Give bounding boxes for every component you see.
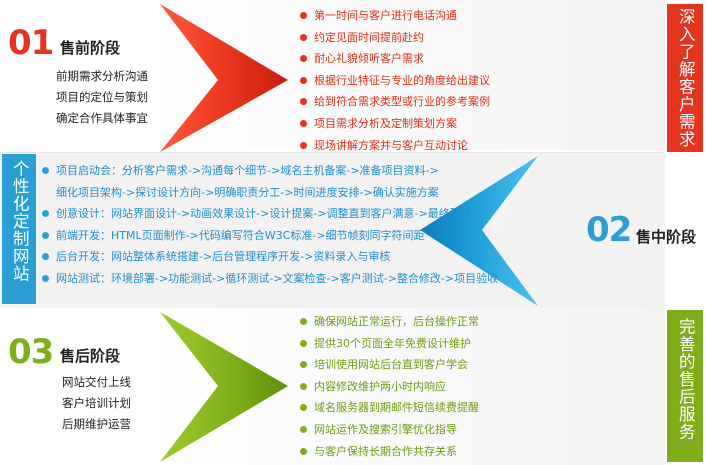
bullet-dot-icon — [42, 167, 49, 174]
phase2-bullet-list: 项目启动会：分析客户需求->沟通每个细节->域名主机备案->准备项目资料-> 细… — [40, 160, 498, 290]
phase1-subitem: 确定合作具体事宜 — [56, 111, 148, 125]
phase3-subitem: 后期维护运营 — [62, 417, 131, 431]
phase1-subitem: 前期需求分析沟通 — [56, 69, 148, 83]
phase1-bullet: 根据行业特征与专业的角度给出建议 — [298, 70, 490, 92]
phase3-bullet: 确保网站正常运行，后台操作正常 — [298, 311, 479, 333]
phase2-bullet: 创意设计：网站界面设计->动画效果设计->设计提案->调整直到客户满意->最终确… — [40, 203, 498, 225]
phase1-subitems: 前期需求分析沟通 项目的定位与策划 确定合作具体事宜 — [56, 66, 148, 129]
phase2-bullet-continuation: 细化项目架构->探讨设计方向->明确职责分工->时间进度安排->确认实施方案 — [56, 185, 439, 199]
phase1-chevron — [160, 4, 288, 152]
phase2-number: 02 — [586, 210, 632, 250]
phase3-side-tab-text: 完善的售后服务 — [676, 318, 696, 441]
phase3-title: 售后阶段 — [60, 347, 121, 365]
bullet-dot-icon — [42, 253, 49, 261]
phase1-side-tab: 深入了解客户需求 — [667, 8, 703, 148]
bullet-dot-icon — [42, 274, 49, 282]
phase1-bullet: 第一时间与客户进行电话沟通 — [298, 5, 490, 27]
bullet-dot-icon — [300, 425, 307, 433]
bullet-dot-icon — [300, 447, 307, 455]
bullet-dot-icon — [300, 339, 307, 347]
bullet-dot-icon — [300, 141, 307, 149]
phase3-bullet: 域名服务器到期邮件短信续费提醒 — [298, 397, 479, 419]
phase3-subitem: 网站交付上线 — [62, 375, 131, 389]
phase2-band — [0, 152, 665, 309]
phase2-bullet: 后台开发：网站整体系统搭建->后台管理程序开发->资料录入与审核 — [40, 246, 498, 268]
bullet-dot-icon — [300, 404, 307, 412]
phase3-bullet: 与客户保持长期合作共存关系 — [298, 441, 479, 463]
phase1-bullet: 耐心礼貌倾听客户需求 — [298, 48, 490, 70]
phase3-bullet: 提供30个页面全年免费设计维护 — [298, 333, 479, 355]
phase3-side-tab-bg — [667, 310, 703, 462]
phase3-band — [0, 308, 665, 465]
phase1-side-tab-bg — [667, 4, 703, 152]
phase1-subitem: 项目的定位与策划 — [56, 90, 148, 104]
phase3-subitem: 客户培训计划 — [62, 396, 131, 410]
phase2-side-tab-bg — [2, 154, 36, 304]
phase1-number: 01 — [8, 23, 54, 63]
phase3-bullet-list: 确保网站正常运行，后台操作正常 提供30个页面全年免费设计维护 培训使用网站后台… — [298, 311, 479, 462]
phase3-bullet: 网站运作及搜索引擎优化指导 — [298, 419, 479, 441]
phase1-bullet: 约定见面时间提前赴约 — [298, 27, 490, 49]
phase1-band — [0, 0, 665, 150]
bullet-dot-icon — [300, 98, 307, 106]
bullet-dot-icon — [300, 76, 307, 84]
bullet-dot-icon — [300, 361, 307, 369]
phase3-subitems: 网站交付上线 客户培训计划 后期维护运营 — [62, 372, 131, 435]
phase3-bullet: 培训使用网站后台直到客户学会 — [298, 354, 479, 376]
bullet-dot-icon — [42, 231, 49, 239]
bullet-dot-icon — [300, 318, 307, 325]
phase3-number: 03 — [8, 332, 54, 372]
bullet-dot-icon — [42, 210, 49, 218]
phase1-bullet: 项目需求分析及定制策划方案 — [298, 113, 490, 135]
bullet-dot-icon — [300, 55, 307, 63]
phase1-title: 售前阶段 — [60, 39, 121, 57]
bullet-dot-icon — [300, 382, 307, 390]
phase2-bullet: 前端开发：HTML页面制作->代码编写符合W3C标准->细节帧刻同字符间距 — [40, 225, 498, 247]
bullet-dot-icon — [300, 119, 307, 127]
phase2-bullet: 项目启动会：分析客户需求->沟通每个细节->域名主机备案->准备项目资料-> — [40, 160, 498, 182]
phase2-side-tab: 个性化定制网站 — [2, 160, 36, 283]
phase1-bullet-list: 第一时间与客户进行电话沟通 约定见面时间提前赴约 耐心礼貌倾听客户需求 根据行业… — [298, 5, 490, 156]
phase1-bullet: 给到符合需求类型或行业的参考案例 — [298, 91, 490, 113]
phase1-side-tab-text: 深入了解客户需求 — [676, 8, 696, 148]
phase2-bullet: 网站测试：环境部署->功能测试->循环测试->文案检查->客户测试->整合修改-… — [40, 268, 498, 290]
bullet-dot-icon — [300, 12, 307, 19]
phase2-side-tab-text: 个性化定制网站 — [10, 160, 30, 283]
phase3-side-tab: 完善的售后服务 — [667, 318, 703, 441]
phase3-bullet: 内容修改维护两小时内响应 — [298, 376, 479, 398]
phase1-bullet: 现场讲解方案并与客户互动讨论 — [298, 135, 490, 157]
phase2-chevron — [420, 156, 538, 306]
phase3-chevron — [160, 312, 288, 462]
phase2-title: 售中阶段 — [636, 228, 697, 246]
bullet-dot-icon — [300, 33, 307, 41]
